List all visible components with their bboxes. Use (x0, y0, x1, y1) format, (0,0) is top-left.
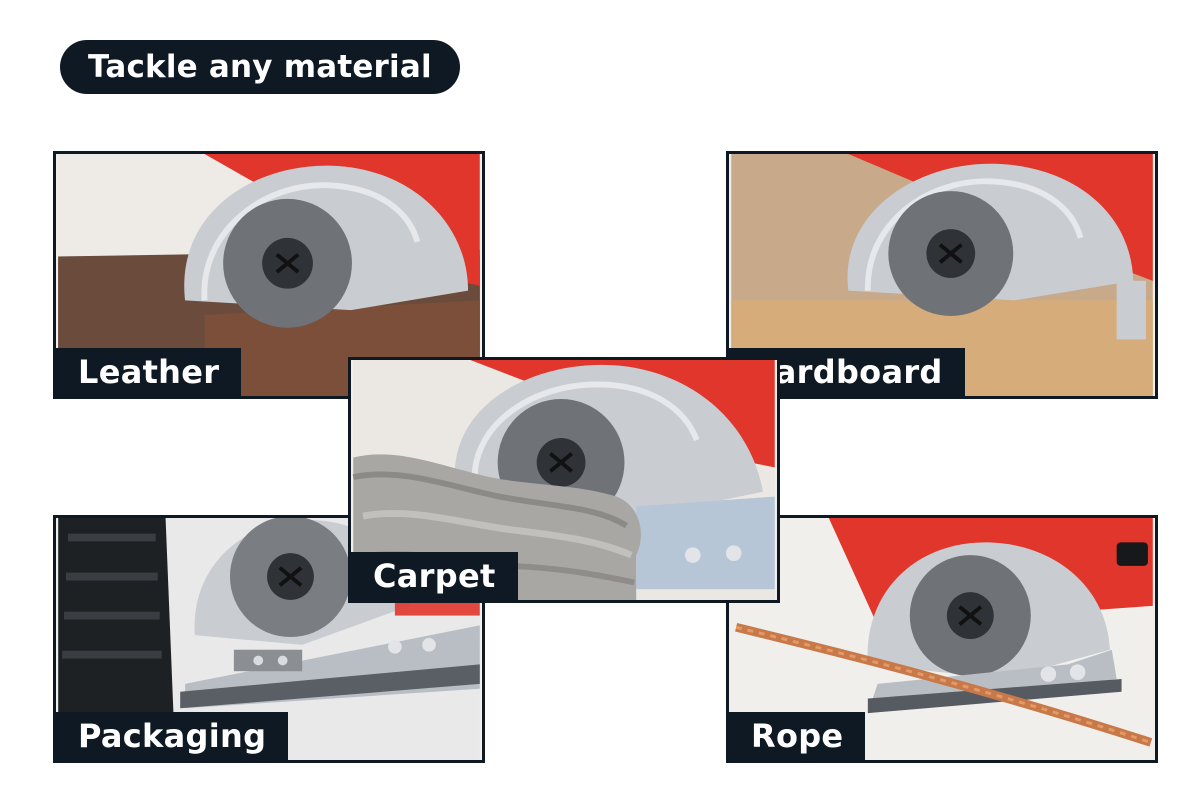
panel-label-carpet: Carpet (351, 552, 518, 600)
rope-cutting-image (731, 518, 1153, 760)
panel-cardboard: Cardboard (726, 151, 1158, 399)
panel-carpet: Carpet (348, 357, 780, 603)
panel-label-rope: Rope (729, 712, 866, 760)
panel-rope: Rope (726, 515, 1158, 763)
section-title: Tackle any material (60, 40, 460, 94)
panel-label-leather: Leather (56, 348, 242, 396)
panel-label-packaging: Packaging (56, 712, 289, 760)
